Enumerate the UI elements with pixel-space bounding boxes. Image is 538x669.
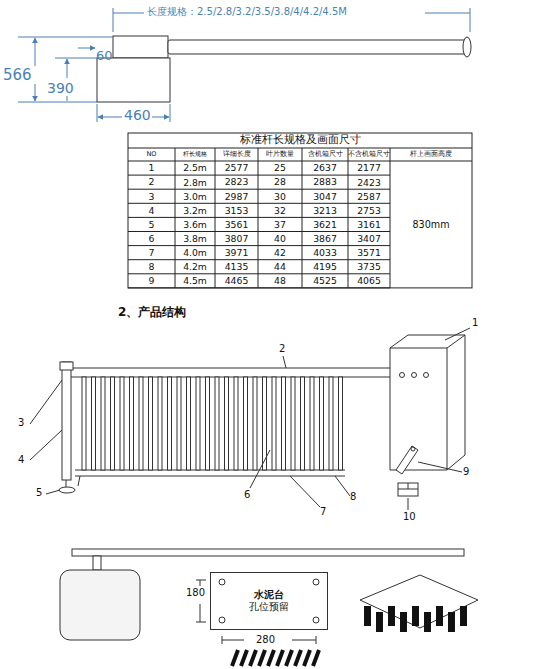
table-cell: 详细长度	[215, 148, 258, 161]
table-cell: 3213	[302, 203, 348, 217]
callout-number: 2	[279, 344, 285, 354]
dimension-label: 180	[186, 588, 205, 598]
table-cell: 4135	[215, 260, 258, 274]
table-cell: 3867	[302, 232, 348, 246]
table-cell: 3047	[302, 189, 348, 203]
base-plate: 水泥台孔位预留	[210, 572, 328, 630]
table-cell: 1	[128, 161, 175, 175]
table-cell: 40	[258, 232, 302, 246]
gate-drawing	[30, 328, 470, 510]
table-cell: 3	[128, 189, 175, 203]
callout-number: 10	[403, 512, 416, 522]
table-cell: 杆长规格	[175, 148, 215, 161]
table-cell: NO	[128, 148, 175, 161]
dimension-drawing	[18, 8, 471, 122]
dimension-label: 60	[96, 49, 113, 62]
table-cell: 杆上画面高度	[390, 148, 472, 161]
table-cell: 3161	[348, 217, 390, 231]
callout-number: 3	[18, 418, 24, 428]
table-cell: 不含机箱尺寸	[348, 148, 390, 161]
table-cell: 2.5m	[175, 161, 215, 175]
table-cell: 3971	[215, 246, 258, 260]
table-cell: 8	[128, 260, 175, 274]
table-cell: 2177	[348, 161, 390, 175]
table-cell: 叶片数量	[258, 148, 302, 161]
table-cell: 3.6m	[175, 217, 215, 231]
table-cell: 2423	[348, 175, 390, 189]
table-cell: 2753	[348, 203, 390, 217]
table-cell: 3807	[215, 232, 258, 246]
table-cell: 2823	[215, 175, 258, 189]
table-cell: 3407	[348, 232, 390, 246]
table-cell: 2587	[348, 189, 390, 203]
table-cell: 3561	[215, 217, 258, 231]
callout-number: 8	[350, 492, 356, 502]
table-cell: 3153	[215, 203, 258, 217]
table-cell: 4033	[302, 246, 348, 260]
table-cell: 6	[128, 232, 175, 246]
table-cell: 含机箱尺寸	[302, 148, 348, 161]
table-cell: 32	[258, 203, 302, 217]
callout-number: 1	[472, 318, 478, 328]
plate-text: 孔位预留	[249, 601, 289, 613]
table-cell: 2	[128, 175, 175, 189]
dimension-label: 390	[47, 81, 74, 95]
callout-number: 5	[36, 488, 42, 498]
callout-number: 9	[463, 467, 469, 477]
table-title: 标准杆长规格及画面尺寸	[128, 133, 472, 148]
table-cell: 3735	[348, 260, 390, 274]
table-cell: 37	[258, 217, 302, 231]
table-cell: 4525	[302, 274, 348, 288]
table-cell: 3.8m	[175, 232, 215, 246]
callout-number: 6	[244, 490, 250, 500]
table-cell: 2577	[215, 161, 258, 175]
table-cell: 4.0m	[175, 246, 215, 260]
table-cell: 3.2m	[175, 203, 215, 217]
table-cell: 2883	[302, 175, 348, 189]
table-cell: 4.5m	[175, 274, 215, 288]
table-cell: 4.2m	[175, 260, 215, 274]
table-cell: 7	[128, 246, 175, 260]
table-cell: 4065	[348, 274, 390, 288]
table-cell: 3621	[302, 217, 348, 231]
table-grid	[128, 133, 472, 288]
table-cell: 30	[258, 189, 302, 203]
plate-text: 水泥台	[254, 589, 284, 601]
table-cell: 2987	[215, 189, 258, 203]
table-cell: 42	[258, 246, 302, 260]
table-cell: 9	[128, 274, 175, 288]
table-cell: 2637	[302, 161, 348, 175]
table-cell: 4195	[302, 260, 348, 274]
section-heading: 2、产品结构	[118, 306, 186, 318]
dimension-label: 280	[256, 635, 275, 645]
table-cell: 830mm	[390, 161, 472, 288]
table-cell: 4	[128, 203, 175, 217]
table-cell: 28	[258, 175, 302, 189]
install-drawing	[60, 549, 478, 666]
dimension-label: 566	[3, 68, 32, 83]
callout-number: 7	[320, 507, 326, 517]
table-cell: 3571	[348, 246, 390, 260]
table-cell: 4465	[215, 274, 258, 288]
table-cell: 2.8m	[175, 175, 215, 189]
table-cell: 44	[258, 260, 302, 274]
dimension-label: 460	[124, 108, 151, 122]
table-cell: 48	[258, 274, 302, 288]
table-cell: 3.0m	[175, 189, 215, 203]
table-cell: 5	[128, 217, 175, 231]
dimension-label: 长度规格：2.5/2.8/3.2/3.5/3.8/4/4.2/4.5M	[147, 7, 347, 17]
callout-number: 4	[18, 455, 24, 465]
table-cell: 25	[258, 161, 302, 175]
